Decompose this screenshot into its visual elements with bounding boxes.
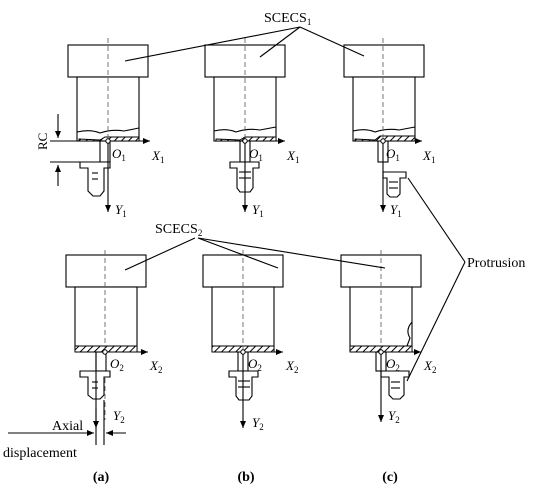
scecs1-callout: SCECS1 <box>124 11 365 62</box>
origin-label: O2 <box>386 356 400 373</box>
origin-label: O1 <box>249 146 263 163</box>
assembly-c-top <box>343 38 425 208</box>
origin-label: O1 <box>386 146 400 163</box>
rc-dimension: RC <box>35 114 100 186</box>
y-axis-label: Y2 <box>252 415 264 432</box>
axes-top <box>105 138 422 212</box>
assembly-a-top <box>67 38 149 200</box>
rc-label: RC <box>35 133 50 150</box>
cap-block <box>343 44 425 78</box>
y-axis-label: Y1 <box>390 202 402 219</box>
panel-label-b: (b) <box>237 470 254 485</box>
scecs1-label: SCECS1 <box>264 11 311 27</box>
y-axis-label: Y1 <box>252 202 264 219</box>
cap-block <box>65 254 147 288</box>
tool-tip-protruding <box>380 370 410 400</box>
tool-tip <box>79 370 111 400</box>
origin-label: O2 <box>248 356 262 373</box>
x-axis-label: X2 <box>423 358 436 375</box>
axis-labels-top: O1 X1 Y1 O1 X1 Y1 O1 X1 Y1 <box>112 146 435 219</box>
protrusion-label: Protrusion <box>467 256 525 271</box>
axial-displacement-dimension: Axial displacement <box>3 400 126 461</box>
axes-bottom <box>93 349 421 428</box>
axis-labels-bottom: O2 X2 Y2 O2 X2 Y2 O2 X2 Y2 <box>110 356 436 432</box>
assembly-b-top <box>204 38 286 208</box>
tool-tip-protruding <box>382 171 407 198</box>
body-block <box>352 76 416 142</box>
x-axis-label: X1 <box>286 148 299 165</box>
displacement-label: displacement <box>3 446 77 461</box>
y-axis-label: Y2 <box>113 408 125 425</box>
stem <box>95 351 107 372</box>
assembly-a-bottom <box>65 250 147 420</box>
origin-label: O1 <box>112 146 126 163</box>
axial-label: Axial <box>52 419 83 434</box>
x-axis-label: X2 <box>149 358 162 375</box>
hatched-layer <box>354 135 416 142</box>
protrusion-callout: Protrusion <box>406 177 525 382</box>
body-block <box>74 286 138 352</box>
y-axis-label: Y2 <box>388 408 400 425</box>
scecs2-label: SCECS2 <box>155 222 202 238</box>
x-axis-label: X1 <box>422 148 435 165</box>
panel-label-a: (a) <box>93 470 110 485</box>
scecs2-callout: SCECS2 <box>124 222 386 271</box>
panel-captions: (a) (b) (c) <box>93 470 398 485</box>
x-axis-label: X1 <box>151 148 164 165</box>
panel-label-c: (c) <box>382 470 398 485</box>
y-axis-label: Y1 <box>115 202 127 219</box>
x-axis-label: X2 <box>285 358 298 375</box>
origin-label: O2 <box>110 356 124 373</box>
